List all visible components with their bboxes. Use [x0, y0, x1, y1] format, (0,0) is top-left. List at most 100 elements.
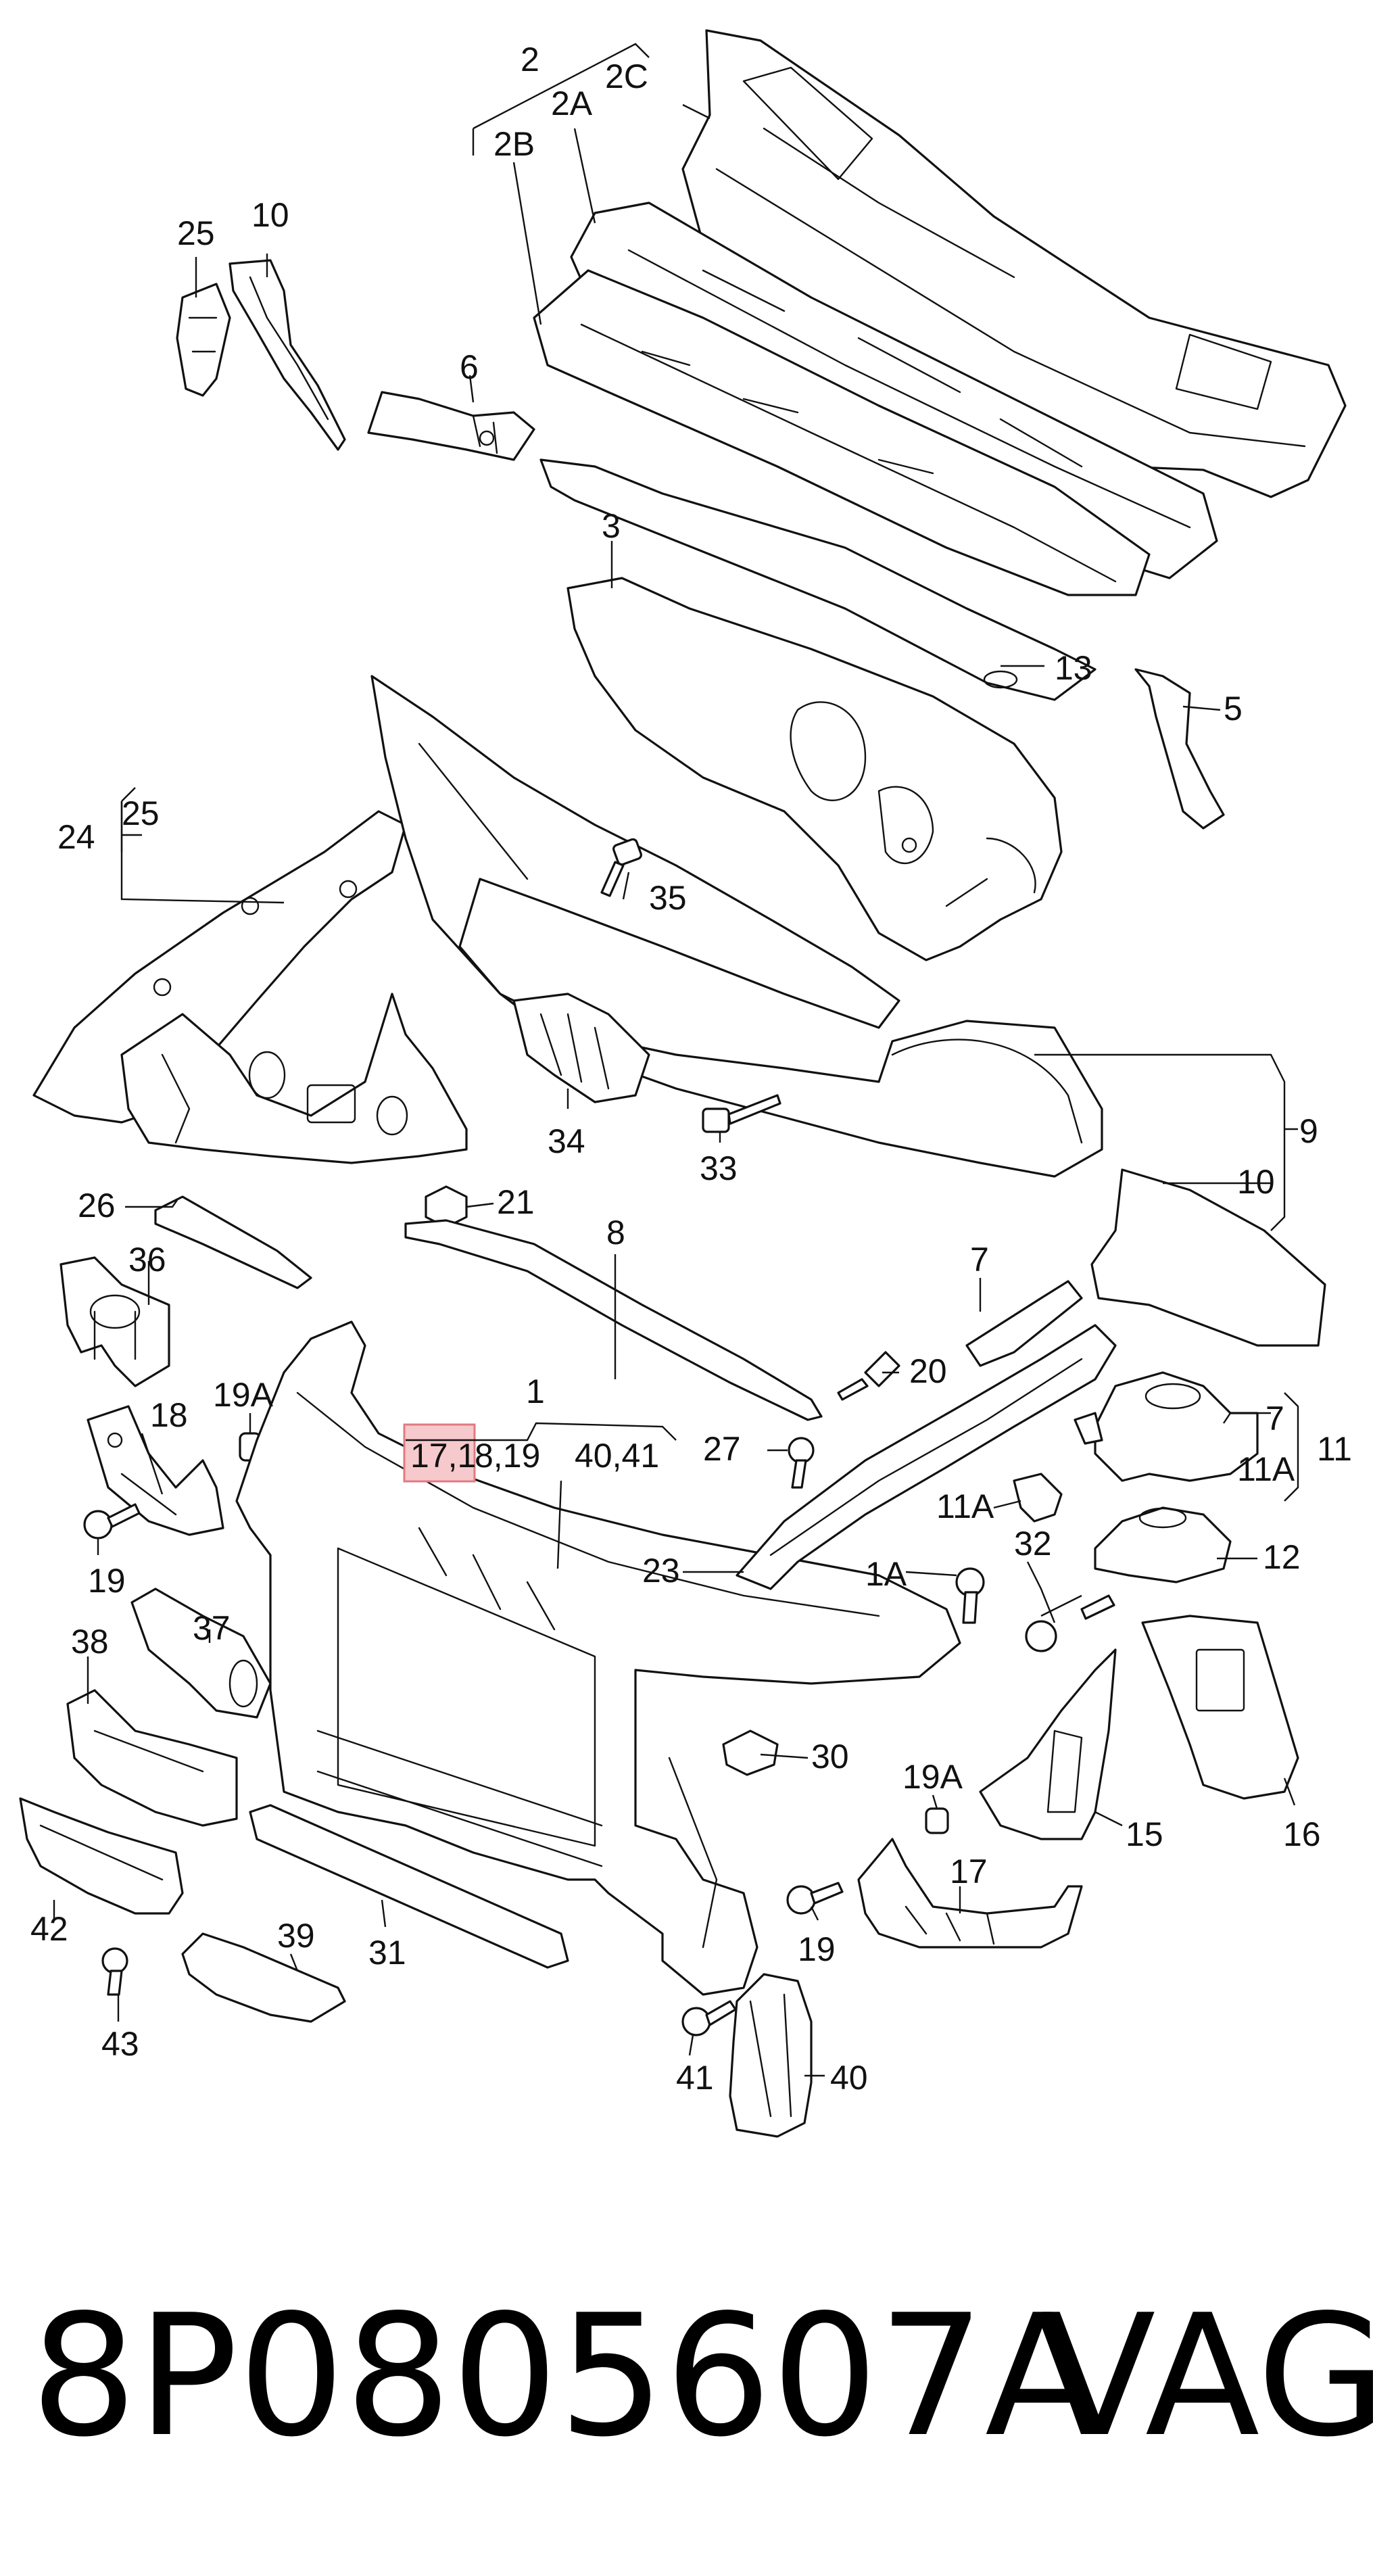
part-42	[19, 1797, 184, 1915]
part-13-strip	[539, 458, 1097, 701]
part-38	[66, 1689, 238, 1827]
label-2C: 2C	[605, 57, 648, 95]
label-20: 20	[909, 1352, 947, 1390]
part-2C	[681, 29, 1347, 498]
part-1A-bolt	[955, 1567, 985, 1624]
part-1	[235, 1320, 961, 1996]
brand-name: VAG	[1041, 2279, 1373, 2474]
label-19-left: 19	[88, 1562, 126, 1600]
label-37: 37	[193, 1609, 231, 1647]
part-34	[512, 993, 650, 1103]
label-11A-right: 11A	[1237, 1450, 1295, 1488]
part-19A-clip-low	[925, 1807, 949, 1834]
label-11: 11	[1317, 1430, 1352, 1468]
label-26: 26	[78, 1187, 116, 1224]
part-32-bolts	[1025, 1594, 1115, 1652]
part-5	[1134, 668, 1225, 830]
label-25-top: 25	[177, 214, 215, 252]
label-2: 2	[521, 41, 539, 78]
part-23	[736, 1324, 1117, 1590]
label-25-left: 25	[122, 794, 160, 832]
label-21: 21	[497, 1183, 535, 1221]
label-10-right: 10	[1237, 1163, 1275, 1201]
part-17	[857, 1838, 1083, 1949]
label-8-19: 8,19	[475, 1437, 540, 1475]
label-41: 41	[676, 2059, 714, 2097]
part-31	[249, 1804, 569, 1969]
label-36: 36	[128, 1241, 166, 1279]
part-37	[130, 1588, 272, 1719]
part-40	[729, 1973, 813, 2138]
part-2B	[533, 269, 1151, 596]
label-2B: 2B	[493, 125, 535, 163]
part-27-screw	[788, 1437, 815, 1489]
label-39: 39	[277, 1917, 315, 1955]
label-12: 12	[1263, 1538, 1301, 1576]
part-11A-mid	[1013, 1473, 1063, 1523]
part-19-bolt-mid	[786, 1882, 844, 1915]
part-7-strip	[965, 1280, 1083, 1367]
leader-lines	[53, 43, 1299, 2077]
part-39	[181, 1932, 346, 2023]
part-8	[404, 1219, 823, 1421]
part-16	[1141, 1615, 1299, 1800]
label-10-top: 10	[251, 196, 289, 234]
label-33: 33	[700, 1149, 738, 1187]
part-41-bolt	[681, 2000, 737, 2036]
part-26	[154, 1195, 312, 1289]
label-19A-top: 19A	[213, 1376, 274, 1414]
label-32: 32	[1014, 1525, 1052, 1563]
part-43-screw	[101, 1947, 128, 1996]
part-9	[370, 675, 1103, 1178]
part-20-bolt	[837, 1351, 900, 1401]
label-40-41: 40,41	[575, 1437, 659, 1475]
label-34: 34	[548, 1122, 585, 1160]
label-18: 18	[150, 1396, 188, 1434]
part-11A-right	[1074, 1412, 1103, 1445]
label-6: 6	[460, 348, 479, 386]
label-27: 27	[703, 1430, 741, 1468]
label-40: 40	[830, 2059, 868, 2097]
label-1: 1	[526, 1373, 545, 1410]
label-30: 30	[811, 1738, 849, 1775]
part-21-nut	[425, 1185, 468, 1229]
label-19A-low: 19A	[902, 1758, 963, 1796]
part-12	[1094, 1506, 1232, 1583]
label-17-1: 17,1	[410, 1437, 476, 1475]
label-1A: 1A	[865, 1555, 907, 1593]
label-2A: 2A	[551, 85, 593, 122]
part-10-top	[228, 259, 346, 451]
part-6	[367, 391, 535, 461]
label-13: 13	[1055, 649, 1092, 687]
part-19-bolt-left	[83, 1503, 141, 1540]
label-23: 23	[642, 1552, 680, 1590]
label-7-right: 7	[1266, 1400, 1284, 1437]
label-42: 42	[30, 1910, 68, 1948]
highlight-box	[403, 1423, 476, 1483]
part-35-bolt	[600, 838, 642, 897]
part-30-nut	[722, 1730, 779, 1776]
label-43: 43	[101, 2025, 139, 2063]
part-3	[567, 577, 1063, 961]
part-15	[979, 1648, 1117, 1840]
part-36	[59, 1256, 170, 1387]
label-31: 31	[368, 1934, 406, 1972]
part-10-right	[1090, 1168, 1326, 1347]
label-35: 35	[649, 879, 687, 917]
label-7-top: 7	[970, 1241, 989, 1279]
label-3: 3	[602, 507, 621, 545]
label-24: 24	[57, 818, 95, 856]
label-11A-mid: 11A	[936, 1487, 994, 1525]
label-15: 15	[1126, 1815, 1163, 1853]
part-25-top	[176, 283, 231, 397]
label-5: 5	[1224, 690, 1243, 728]
label-17: 17	[950, 1853, 988, 1890]
label-19-mid: 19	[798, 1930, 836, 1968]
callout-labels: 2 2C 2A 2B 25 10 6 3 13 5 24 25 35 9 34 …	[30, 41, 1352, 2097]
part-number: 8P0805607A	[30, 2279, 1099, 2474]
label-16: 16	[1283, 1815, 1321, 1853]
part-33-bolt	[702, 1094, 781, 1133]
label-38: 38	[71, 1623, 109, 1661]
label-9: 9	[1299, 1112, 1318, 1150]
